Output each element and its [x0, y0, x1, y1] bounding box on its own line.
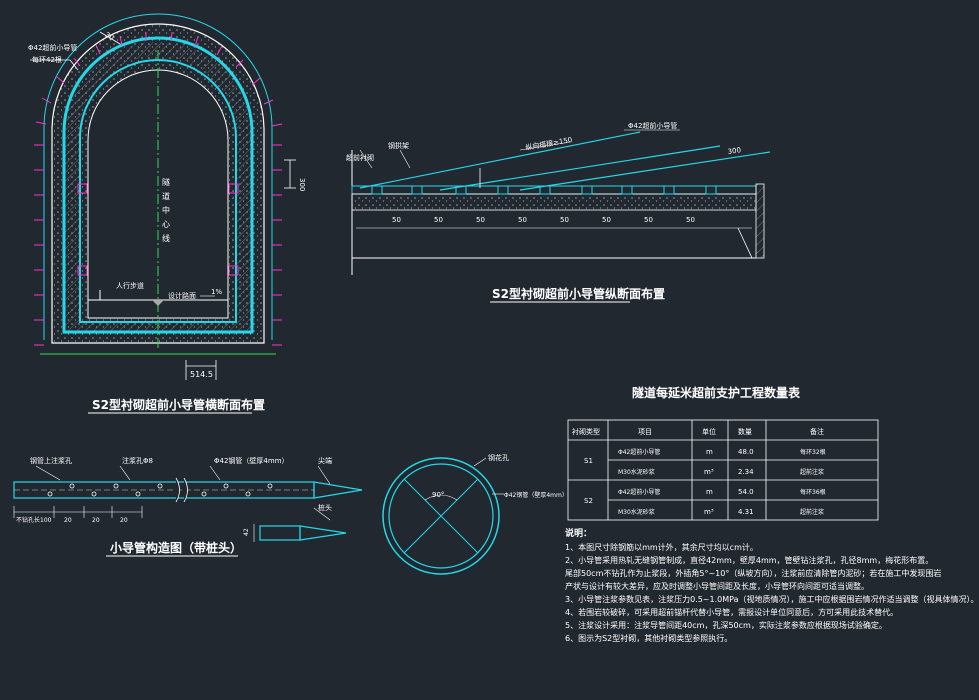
- segment-1: 20: [64, 517, 72, 524]
- cad-drawing: Φ42超前小导管 每环42根 30 300 隧道中心线 人行步道 设计路面 1%…: [13, 13, 879, 575]
- svg-text:M30水泥砂浆: M30水泥砂浆: [618, 508, 655, 516]
- pipe-spec-label: Φ42超前小导管: [28, 43, 77, 52]
- walkway-label: 人行步道: [116, 281, 144, 290]
- center-line-label: 隧道中心线: [162, 177, 170, 243]
- svg-text:m³: m³: [704, 508, 714, 516]
- end-dimension: 42: [243, 528, 250, 536]
- table-row-s1: S1 Φ42超前小导管 m 48.0 每环32根 M30水泥砂浆 m³ 2.34…: [584, 448, 826, 476]
- svg-text:50: 50: [686, 216, 695, 224]
- pipe-length-label: 300: [727, 146, 741, 156]
- tunnel-cross-section: [30, 13, 296, 380]
- svg-text:每环36根: 每环36根: [800, 488, 826, 496]
- longitudinal-section: [351, 129, 771, 275]
- svg-text:50: 50: [392, 216, 401, 224]
- grout-spec-label: 注浆孔Φ8: [122, 456, 153, 465]
- svg-text:衬砌类型: 衬砌类型: [572, 427, 600, 436]
- pipe-cross-section: [382, 457, 504, 575]
- svg-text:单位: 单位: [702, 427, 716, 436]
- tip-label: 尖端: [318, 456, 332, 465]
- table-row-s2: S2 Φ42超前小导管 m 54.0 每环36根 M30水泥砂浆 m³ 4.31…: [584, 488, 826, 516]
- lining-label: 超前衬砌: [346, 153, 374, 162]
- overlap-label: 纵向搭接≥150: [525, 135, 573, 152]
- svg-text:4.31: 4.31: [738, 508, 754, 516]
- note-item-2c: 产状与设计有较大差异，应及时调整小导管间距及长度，小导管环向间距可适当调整。: [565, 582, 869, 591]
- top-dimension: 30: [104, 31, 116, 42]
- svg-text:50: 50: [518, 216, 527, 224]
- svg-text:数量: 数量: [738, 427, 752, 436]
- note-item-2: 2、小导管采用热轧无缝钢管制成，直径42mm，壁厚4mm，管壁钻注浆孔，孔径8m…: [565, 556, 934, 565]
- segment-0: 不钻孔长100: [16, 516, 52, 524]
- spacing-dimensions: 50 50 50 50 50 50 50 50: [392, 216, 695, 224]
- svg-text:m: m: [706, 488, 713, 496]
- svg-text:备注: 备注: [810, 427, 824, 436]
- longitudinal-title: S2型衬砌超前小导管纵断面布置: [492, 286, 665, 301]
- bottom-dimension: 514.5: [190, 370, 213, 379]
- svg-text:54.0: 54.0: [738, 488, 754, 496]
- pipe-structure: [13, 465, 363, 542]
- circle-pipe-label: Φ42钢管（壁厚4mm）: [504, 491, 568, 499]
- note-item-3: 3、小导管注浆参数见表，注浆压力0.5~1.0MPa（视地质情况），施工中应根据…: [565, 595, 979, 604]
- longitudinal-pipe-label: Φ42超前小导管: [628, 121, 677, 130]
- svg-text:项目: 项目: [638, 428, 652, 436]
- steel-pipe-label: Φ42钢管（壁厚4mm）: [214, 456, 289, 465]
- steel-arch-label: 钢拱架: [388, 141, 409, 150]
- svg-text:50: 50: [434, 216, 443, 224]
- slope-label: 1%: [211, 288, 222, 296]
- notes-block: 说明： 1、本图尺寸除钢筋以mm计外，其余尺寸均以cm计。 2、小导管采用热轧无…: [565, 528, 979, 645]
- svg-text:2.34: 2.34: [738, 468, 754, 476]
- note-item-1: 1、本图尺寸除钢筋以mm计外，其余尺寸均以cm计。: [565, 543, 758, 552]
- note-item-2b: 尾部50cm不钻孔作为止浆段，外插角5°~10°（纵坡方向），注浆前应清除管内泥…: [565, 569, 942, 578]
- quantity-table: [567, 419, 879, 521]
- segment-2: 20: [92, 517, 100, 524]
- note-item-4: 4、若围岩较破碎，可采用超前锚杆代替小导管，需报设计单位同意后，方可采用此技术替…: [565, 608, 899, 617]
- pipe-count-label: 每环42根: [32, 55, 62, 64]
- lining-line-inner: [79, 59, 237, 323]
- notes-heading: 说明：: [565, 529, 593, 539]
- end-label: 桩头: [318, 503, 332, 512]
- pipe-structure-title: 小导管构造图（带桩头）: [110, 540, 242, 555]
- table-header: 衬砌类型 项目 单位 数量 备注: [572, 427, 824, 436]
- circle-angle-label: 90°: [432, 491, 444, 499]
- svg-text:50: 50: [644, 216, 653, 224]
- svg-text:Φ42超前小导管: Φ42超前小导管: [618, 488, 660, 496]
- svg-text:48.0: 48.0: [738, 448, 754, 456]
- svg-text:m³: m³: [704, 468, 714, 476]
- svg-text:S2: S2: [584, 497, 593, 505]
- note-item-5: 5、注浆设计采用：注浆导管间距40cm，孔深50cm，实际注浆参数应根据现场试验…: [565, 621, 887, 630]
- quantity-table-title: 隧道每延米超前支护工程数量表: [632, 385, 801, 400]
- circle-hole-label: 钢花孔: [488, 453, 509, 462]
- svg-text:超前注浆: 超前注浆: [800, 468, 824, 476]
- svg-text:50: 50: [476, 216, 485, 224]
- svg-text:Φ42超前小导管: Φ42超前小导管: [618, 448, 660, 456]
- segment-3: 20: [120, 517, 128, 524]
- road-surface-label: 设计路面: [168, 291, 196, 300]
- advance-pipes: [34, 31, 283, 346]
- svg-text:m: m: [706, 448, 713, 456]
- svg-text:50: 50: [560, 216, 569, 224]
- svg-text:M30水泥砂浆: M30水泥砂浆: [618, 468, 655, 476]
- lining-line-outer: [62, 36, 254, 334]
- note-item-6: 6、图示为S2型衬砌，其他衬砌类型参照执行。: [565, 634, 733, 643]
- side-dimension: 300: [298, 178, 306, 191]
- svg-text:超前注浆: 超前注浆: [800, 508, 824, 516]
- grout-hole-label: 钢管上注浆孔: [30, 456, 72, 465]
- section-title: S2型衬砌超前小导管横断面布置: [92, 397, 265, 412]
- svg-text:S1: S1: [584, 457, 593, 465]
- svg-text:每环32根: 每环32根: [800, 448, 826, 456]
- svg-text:50: 50: [602, 216, 611, 224]
